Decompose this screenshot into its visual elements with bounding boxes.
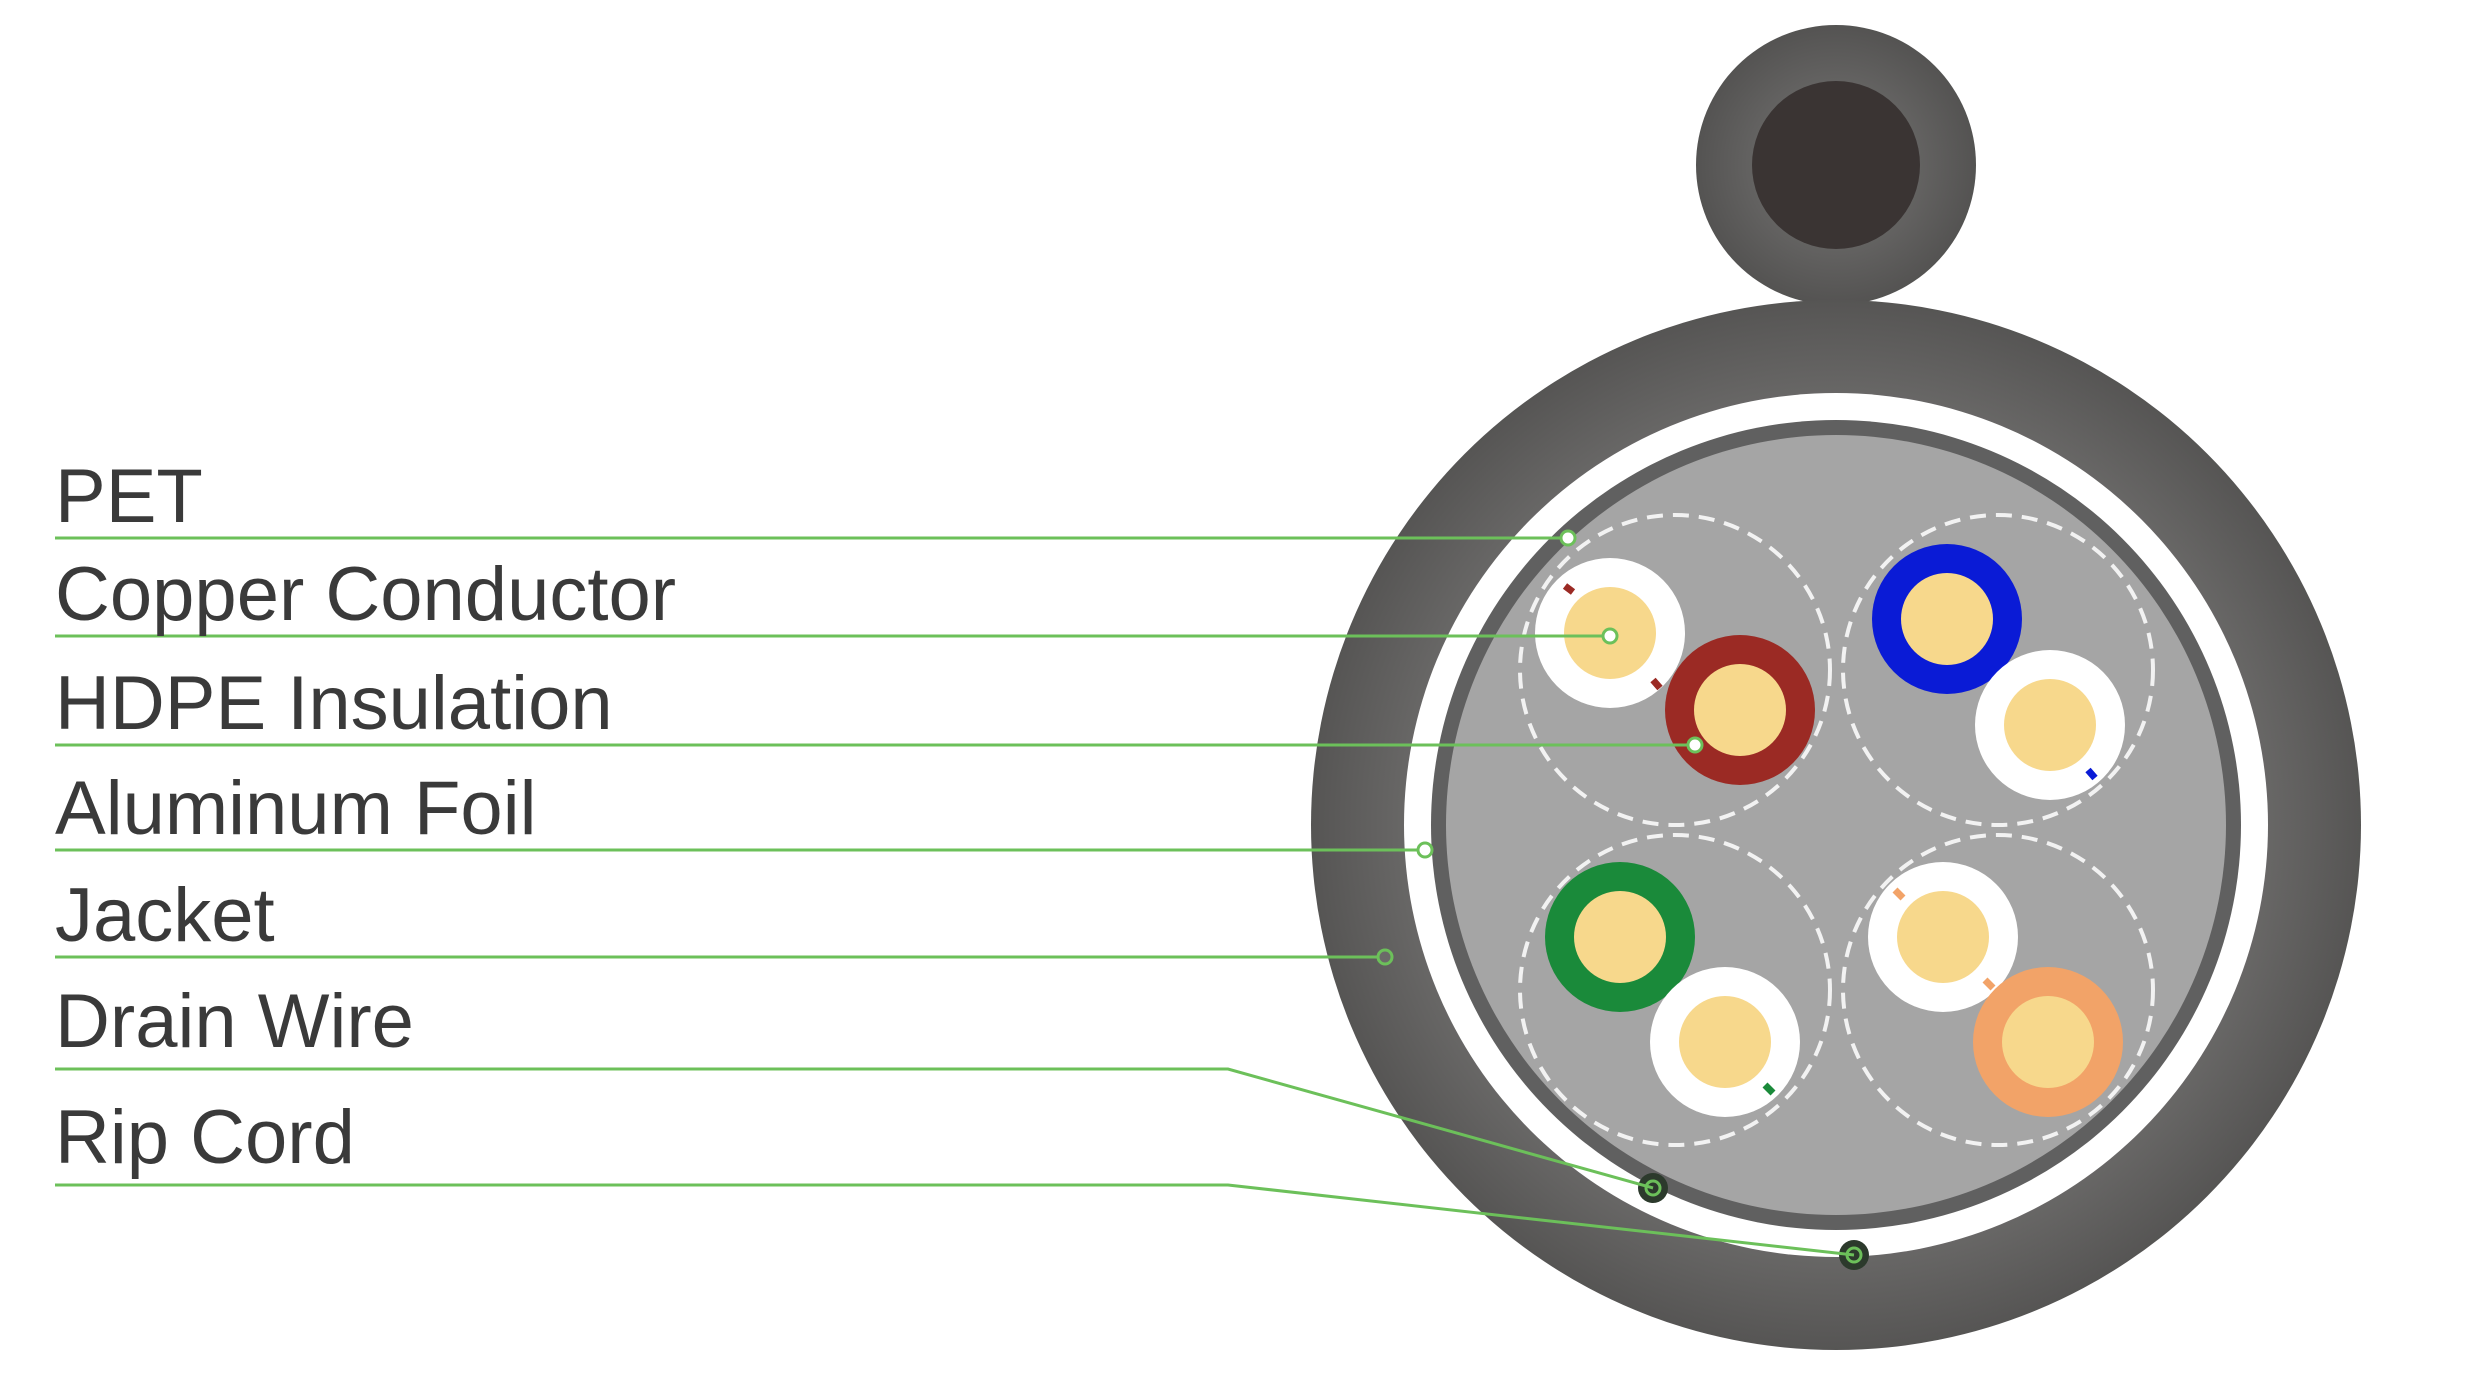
leader-drain [55,1067,1654,1190]
label-copper-conductor: Copper Conductor [55,552,676,637]
pair-group-bottom-left [1518,833,1832,1147]
leader-rip [55,1183,1855,1257]
label-jacket: Jacket [55,873,275,958]
label-pet: PET [55,454,203,539]
main-cable [1311,300,2361,1350]
labels: PET Copper Conductor HDPE Insulation Alu… [55,454,676,1180]
label-drain-wire: Drain Wire [55,979,414,1064]
label-hdpe-insulation: HDPE Insulation [55,661,613,746]
leader-lines [55,529,1855,1257]
messenger-wire [1696,25,1976,305]
label-aluminum-foil: Aluminum Foil [55,766,536,851]
pair-group-bottom-right [1841,833,2155,1147]
label-rip-cord: Rip Cord [55,1095,355,1180]
pair-group-top-right [1841,513,2155,827]
